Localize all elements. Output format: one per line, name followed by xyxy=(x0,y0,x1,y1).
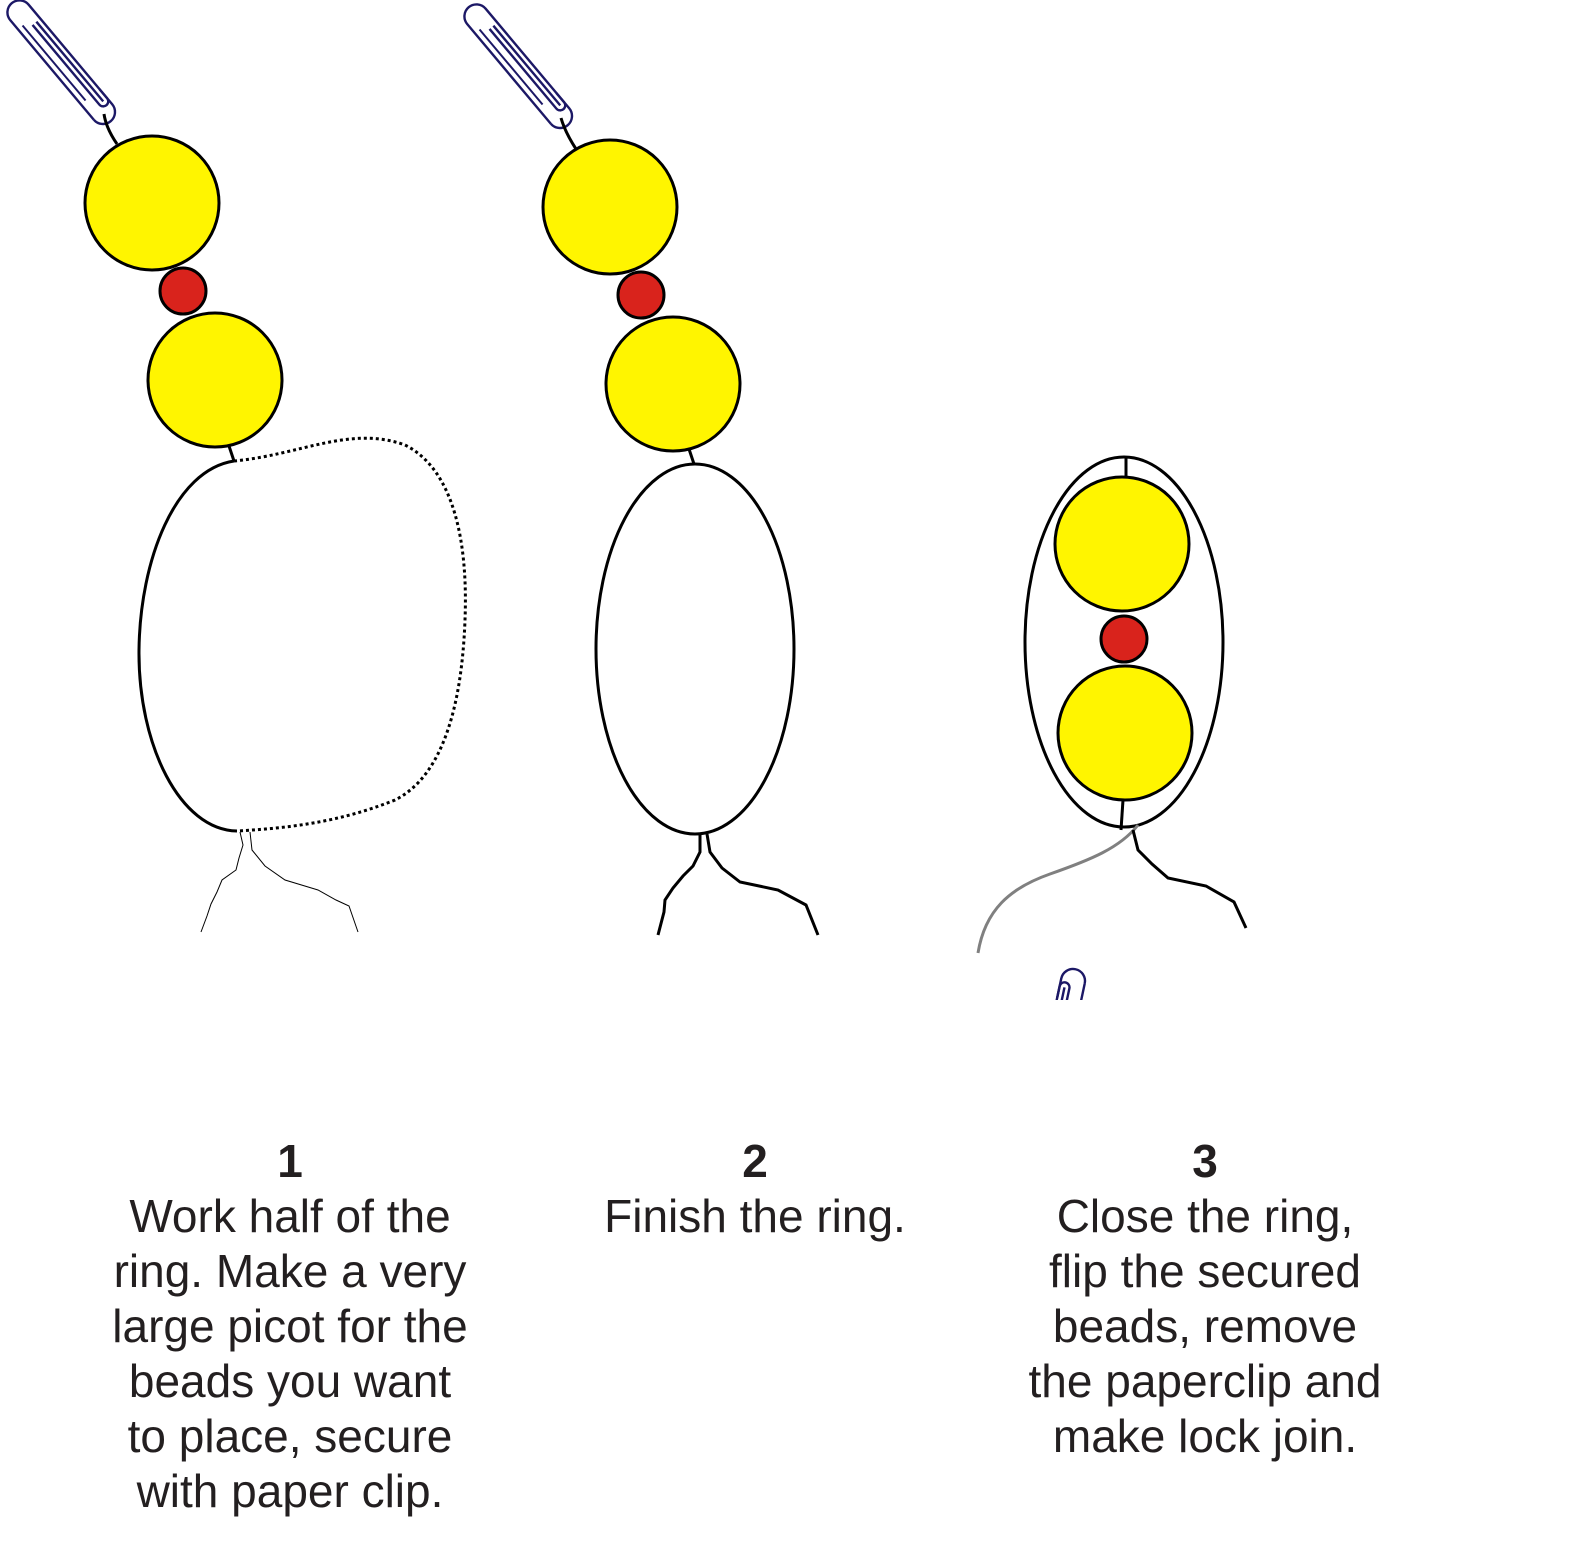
thread-tail-right xyxy=(1131,829,1248,929)
step-1-caption: 1 Work half of the ring. Make a very lar… xyxy=(70,1133,510,1519)
step-number: 3 xyxy=(1192,1135,1218,1187)
step-2-caption: 2 Finish the ring. xyxy=(535,1133,975,1244)
large-bead-icon xyxy=(1056,664,1194,802)
thread-tail-right xyxy=(705,833,820,936)
step-number: 2 xyxy=(742,1135,768,1187)
picot-thread xyxy=(687,448,696,465)
small-bead-icon xyxy=(1099,614,1149,664)
thread-tail-left xyxy=(656,834,702,936)
thread-tail-left xyxy=(200,831,244,933)
step-3-illustration xyxy=(976,455,1248,1000)
picot-thread xyxy=(1119,799,1125,831)
step-3-caption: 3 Close the ring, flip the secured beads… xyxy=(985,1133,1425,1464)
step-description: Close the ring, flip the secured beads, … xyxy=(1028,1190,1382,1462)
paperclip-icon xyxy=(458,0,579,135)
clip-loop xyxy=(559,117,578,150)
step-2-illustration xyxy=(458,0,820,936)
large-bead-icon xyxy=(604,315,742,453)
small-bead-icon xyxy=(158,266,208,316)
paperclip-icon xyxy=(1030,965,1089,1000)
ring-half-solid xyxy=(137,459,238,833)
thread-tail-right xyxy=(249,831,359,933)
large-bead-icon xyxy=(541,138,679,276)
tatting-diagram xyxy=(1,0,1248,1000)
ring xyxy=(594,462,796,836)
gray-thread xyxy=(976,824,1140,954)
large-bead-icon xyxy=(146,311,284,449)
step-1-illustration xyxy=(1,0,467,933)
step-description: Work half of the ring. Make a very large… xyxy=(112,1190,468,1517)
step-number: 1 xyxy=(277,1135,303,1187)
ring-half-dotted xyxy=(233,436,467,833)
step-description: Finish the ring. xyxy=(604,1190,906,1242)
large-bead-icon xyxy=(1053,475,1191,613)
large-bead-icon xyxy=(83,134,221,272)
small-bead-icon xyxy=(616,270,666,320)
clip-loop xyxy=(102,113,119,145)
paperclip-icon xyxy=(1,0,122,131)
ring xyxy=(1023,455,1225,829)
picot-thread xyxy=(227,445,236,462)
